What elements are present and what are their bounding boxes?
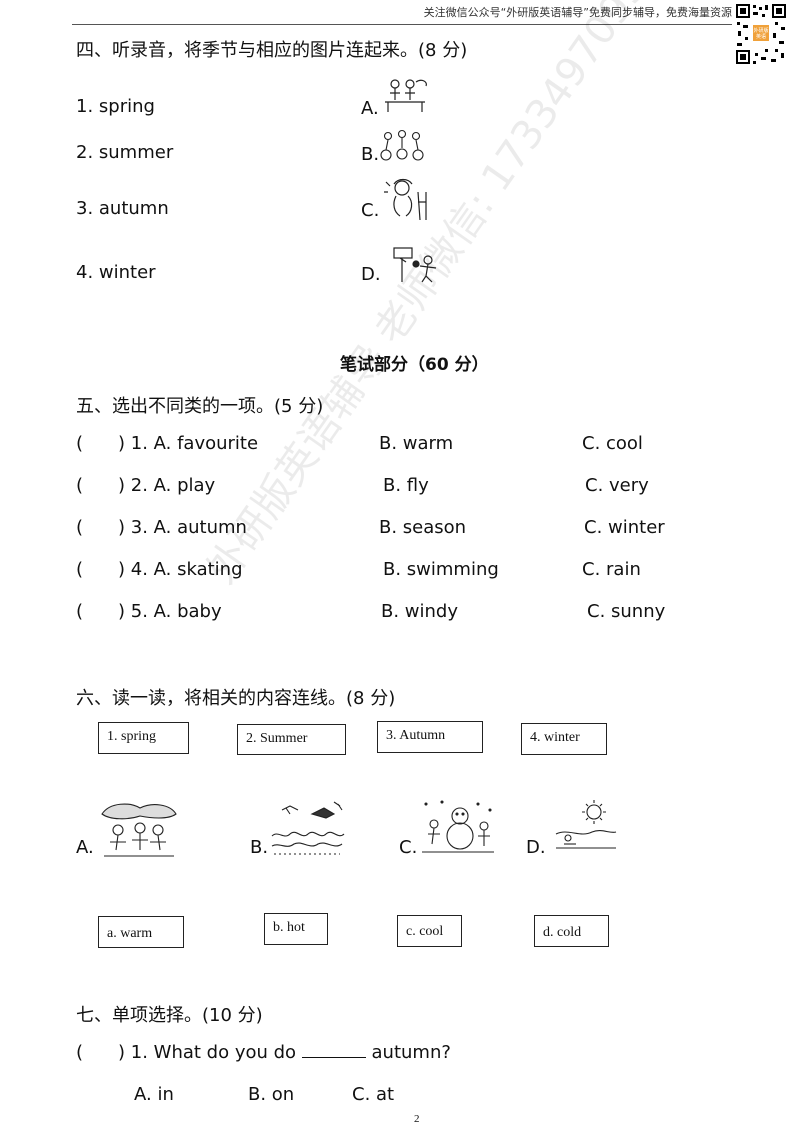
section7-option-c: C. at (352, 1084, 395, 1105)
section4-option-c: C. (361, 200, 380, 221)
word-box-cool: c. cool (397, 915, 462, 947)
section5-row4-a: ) 4. A. skating (118, 559, 243, 580)
section5-paren-3: ( (76, 517, 84, 538)
kids-on-bench-picture (380, 76, 430, 120)
word-box-warm: a. warm (98, 916, 184, 948)
section6-picture-a-label: A. (76, 837, 94, 858)
qr-code-icon: 外研版 英语 (735, 3, 787, 65)
section6-picture-c-label: C. (399, 837, 418, 858)
section5-paren-5: ( (76, 601, 84, 622)
section6-title: 六、读一读，将相关的内容连线。(8 分) (76, 688, 396, 709)
section5-row3-b: B. season (379, 517, 467, 538)
section5-paren-4: ( (76, 559, 84, 580)
person-in-chair-picture (382, 178, 430, 226)
season-box-summer: 2. Summer (237, 724, 346, 755)
season-box-spring: 1. spring (98, 722, 189, 754)
kids-playing-picture (376, 128, 428, 166)
written-part-title: 笔试部分（60 分） (340, 355, 489, 375)
section4-option-d: D. (361, 264, 381, 285)
section5-paren-1: ( (76, 433, 84, 454)
season-box-winter: 4. winter (521, 723, 607, 755)
section5-row3-c: C. winter (584, 517, 665, 538)
section7-paren-1: ( (76, 1042, 84, 1063)
section4-item-2: 2. summer (76, 142, 174, 163)
section7-option-b: B. on (248, 1084, 295, 1105)
section5-row2-b: B. fly (383, 475, 429, 496)
section7-question-1: ) 1. What do you do autumn? (118, 1042, 451, 1063)
section5-row1-b: B. warm (379, 433, 454, 454)
birds-and-leaves-picture (268, 800, 346, 862)
section5-row4-b: B. swimming (383, 559, 499, 580)
section7-q1-stem: ) 1. What do you do (118, 1042, 297, 1063)
section5-row5-c: C. sunny (587, 601, 666, 622)
answer-blank[interactable] (301, 1043, 366, 1058)
section5-row3-a: ) 3. A. autumn (118, 517, 247, 538)
svg-text:英语: 英语 (756, 33, 766, 40)
section4-option-a: A. (361, 98, 379, 119)
section5-row1-c: C. cool (582, 433, 643, 454)
section5-row5-a: ) 5. A. baby (118, 601, 222, 622)
section5-row2-c: C. very (585, 475, 649, 496)
word-box-cold: d. cold (534, 915, 609, 947)
section5-paren-2: ( (76, 475, 84, 496)
section7-q1-end: autumn? (371, 1042, 451, 1063)
basketball-hoop-picture (392, 246, 442, 288)
header-text: 关注微信公众号“外研版英语辅导”免费同步辅导，免费海量资源 (423, 6, 732, 19)
section5-row5-b: B. windy (381, 601, 459, 622)
svg-text:外研版: 外研版 (753, 27, 768, 34)
section5-row1-a: ) 1. A. favourite (118, 433, 259, 454)
section6-picture-b-label: B. (250, 837, 269, 858)
section7-title: 七、单项选择。(10 分) (76, 1005, 263, 1026)
snowman-picture (420, 798, 496, 860)
section6-picture-d-label: D. (526, 837, 546, 858)
page-number: 2 (414, 1113, 420, 1125)
season-box-autumn: 3. Autumn (377, 721, 483, 753)
sun-and-beach-picture (554, 800, 618, 856)
section7-option-a: A. in (134, 1084, 174, 1105)
section5-row4-c: C. rain (582, 559, 641, 580)
header-divider (72, 24, 732, 25)
section4-item-1: 1. spring (76, 96, 155, 117)
section4-item-3: 3. autumn (76, 198, 169, 219)
word-box-hot: b. hot (264, 913, 328, 945)
section5-title: 五、选出不同类的一项。(5 分) (76, 396, 324, 417)
kids-under-tree-picture (100, 800, 178, 862)
section4-title: 四、听录音，将季节与相应的图片连起来。(8 分) (76, 40, 468, 61)
section5-row2-a: ) 2. A. play (118, 475, 216, 496)
section4-item-4: 4. winter (76, 262, 156, 283)
section4-option-b: B. (361, 144, 380, 165)
